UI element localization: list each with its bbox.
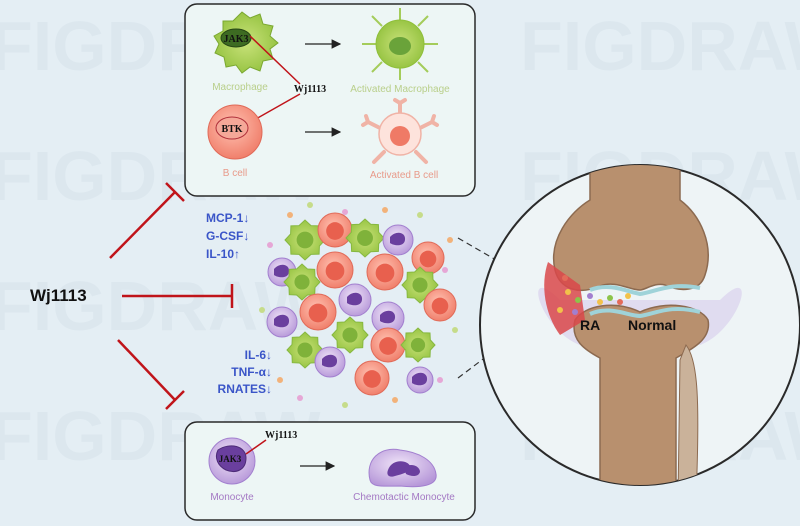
tibia-bone [573,304,710,485]
immune-cell-cluster [259,202,458,408]
inhibit-bar-top [165,182,185,202]
ra-label: RA [580,317,600,333]
top-inhibitor-label: Wj1113 [294,84,326,95]
fibula-bone [677,344,699,485]
inhibit-line-bottom [117,339,176,401]
cluster-b-cell [354,360,390,396]
cluster-b-cell [370,327,406,363]
activated-b-cell-label: Activated B cell [370,170,438,181]
cytokine-dot [437,377,443,383]
cytokines-top: MCP-1↓ G-CSF↓ IL-10↑ [206,211,249,261]
cytokine-dot [307,202,313,208]
cluster-b-cell [316,251,354,289]
cytokines-bottom: IL-6↓ TNF-α↓ RNATES↓ [218,348,272,396]
cytokine-label: IL-6↓ [245,348,272,362]
cluster-monocyte [338,283,372,317]
cluster-macrophage [345,218,385,258]
cytokine-label: IL-10↑ [206,247,240,261]
cluster-b-cell [411,241,445,275]
macrophage-nucleus [220,28,252,48]
cytokine-dot [259,307,265,313]
b-cell-nucleus [215,116,249,140]
cluster-b-cell [317,212,353,248]
cytokine-dot [417,212,423,218]
watermark-text: FIGDRAW [520,7,800,85]
cluster-macrophage [284,219,326,261]
cytokine-label: TNF-α↓ [231,365,272,379]
activated-b-cell [361,98,439,164]
cytokine-dot [287,212,293,218]
cytokine-dot [452,327,458,333]
cluster-monocyte [266,306,298,338]
cluster-b-cell [299,293,337,331]
cytokine-label: MCP-1↓ [206,211,249,225]
activated-macrophage-label: Activated Macrophage [350,84,450,95]
macrophage-target-label: JAK3 [224,34,249,45]
cluster-macrophage [286,331,324,369]
cluster-monocyte [382,224,414,256]
b-cell-target-label: BTK [221,124,242,135]
cytokine-dot [382,207,388,213]
b-cell-label: B cell [223,168,247,179]
center-inhibitor-label: Wj1113 [30,286,87,305]
activated-macrophage-cell [362,8,438,80]
cytokine-label: G-CSF↓ [206,229,249,243]
joint-illustration: RA Normal [479,164,800,486]
macrophage-cell: JAK3 [213,11,279,74]
cytokine-dot [392,397,398,403]
cluster-macrophage [283,263,321,301]
cytokine-label: RNATES↓ [218,382,272,396]
inhibit-line-top [109,191,176,259]
b-cell: BTK [207,104,263,160]
femur-bone [552,165,709,291]
cytokine-dot [342,402,348,408]
normal-label: Normal [628,317,676,333]
chemotactic-monocyte-cell [368,448,437,488]
center-inhibitor: Wj1113 [30,182,234,410]
cytokine-dot [447,237,453,243]
bottom-inhibitor-label: Wj1113 [265,430,297,441]
cluster-macrophage [400,327,436,363]
macrophage-label: Macrophage [212,82,268,93]
cytokine-dot [442,267,448,273]
cluster-macrophage [331,316,369,354]
monocyte-cell: JAK3 [208,437,256,485]
cluster-monocyte [371,301,405,335]
chemotactic-monocyte-label: Chemotactic Monocyte [353,492,455,503]
ra-cell-speckles [557,275,631,315]
inhibit-bar-bottom [165,390,185,410]
inhibit-line-jak3 [249,35,301,85]
ra-inflamed-synovium [544,262,585,335]
watermark-text: FIGDRAW [0,267,321,345]
cytokine-dot [297,395,303,401]
top-panel: JAK3 Macrophage Activated Macrophage Wj1… [184,3,476,197]
cluster-monocyte [406,366,434,394]
bottom-panel: JAK3 Wj1113 Monocyte Chemotactic Monocyt… [184,421,476,521]
cytokine-dot [267,242,273,248]
monocyte-nucleus [215,445,247,472]
cytokine-dot [277,377,283,383]
cytokine-dot [342,209,348,215]
monocyte-target-label: JAK3 [219,454,242,464]
monocyte-label: Monocyte [210,492,254,503]
cluster-monocyte [314,346,346,378]
cluster-b-cell [366,253,404,291]
inhibit-line-monocyte [245,439,267,455]
cluster-b-cell [423,288,457,322]
